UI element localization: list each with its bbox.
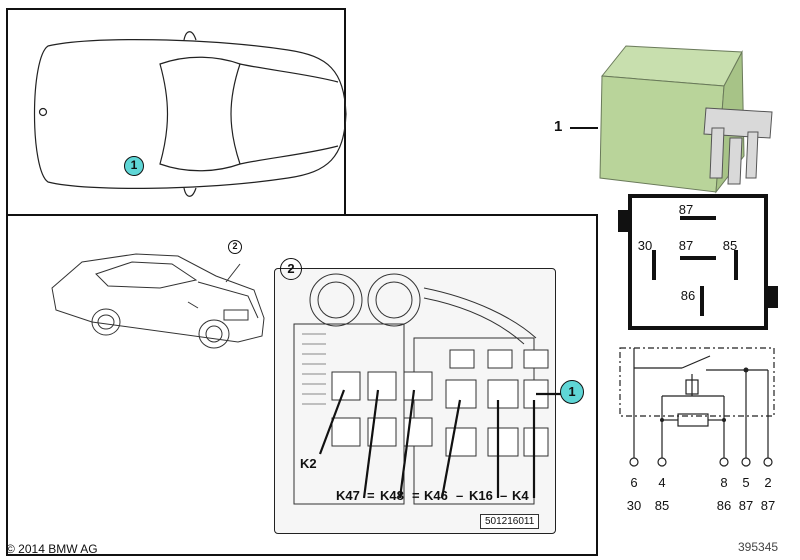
- terminal-8: 8: [720, 475, 728, 490]
- separator-2: =: [412, 488, 420, 503]
- terminal-5: 5: [742, 475, 750, 490]
- pinout-tab-right: [768, 286, 778, 308]
- separator-1: =: [367, 488, 375, 503]
- fusebox-drawing: [293, 273, 566, 505]
- diagram-id: 395345: [738, 540, 779, 554]
- part-number-label: 1: [554, 118, 563, 135]
- pin-85: 85: [654, 498, 670, 513]
- part-code-box: 501216011: [480, 514, 540, 529]
- separator-3: –: [456, 488, 464, 503]
- pin-30: 30: [626, 498, 642, 513]
- location-callout-1: 1: [124, 156, 144, 176]
- detail-panel: 2: [6, 214, 598, 556]
- copyright-text: © 2014 BMW AG: [6, 542, 98, 556]
- part-leader-line: [570, 127, 598, 129]
- separator-4: –: [500, 488, 508, 503]
- pin-86: 86: [716, 498, 732, 513]
- terminal-2: 2: [764, 475, 772, 490]
- terminal-6: 6: [630, 475, 638, 490]
- label-k46: K46: [424, 488, 448, 503]
- pinout-label-85: 85: [722, 238, 738, 253]
- pin-87-a: 87: [738, 498, 754, 513]
- pin-87-b: 87: [760, 498, 776, 513]
- car-callout-2: 2: [228, 240, 242, 254]
- pinout-label-top-87: 87: [678, 202, 694, 217]
- label-k47: K47: [336, 488, 360, 503]
- pinout-label-86: 86: [680, 288, 696, 303]
- pinout-tab-left: [618, 210, 628, 232]
- terminal-4: 4: [658, 475, 666, 490]
- relay-position-callout-1: 1: [560, 380, 584, 404]
- top-view-panel: 1: [6, 8, 347, 216]
- pinout-blades: [652, 216, 738, 316]
- relay-circuit-schematic: [619, 347, 775, 467]
- car-perspective-illustration: [51, 253, 265, 349]
- label-k16: K16: [469, 488, 493, 503]
- label-k4: K4: [512, 488, 529, 503]
- pinout-label-30: 30: [637, 238, 653, 253]
- car-top-outline: [33, 31, 347, 197]
- fusebox-callout-2: 2: [280, 258, 302, 280]
- pinout-label-center-87: 87: [678, 238, 694, 253]
- label-k2: K2: [300, 456, 317, 471]
- relay-photo: [599, 45, 773, 194]
- label-k48: K48: [380, 488, 404, 503]
